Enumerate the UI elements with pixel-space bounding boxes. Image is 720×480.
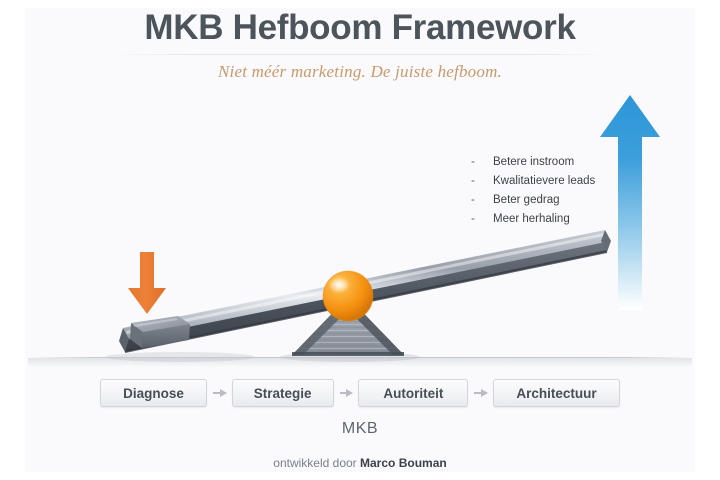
benefit-label: Betere instroom	[493, 156, 575, 168]
bullet-dash-icon: -	[471, 156, 475, 168]
pipeline-step-autoriteit[interactable]: Autoriteit	[358, 379, 469, 407]
arrow-right-icon	[336, 388, 357, 398]
mkb-label: MKB	[341, 420, 379, 437]
benefit-item: - Beter gedrag	[471, 191, 651, 210]
footer-author: Marco Bouman	[360, 456, 447, 470]
pipeline-step-diagnose[interactable]: Diagnose	[100, 379, 207, 407]
footer-prefix: ontwikkeld door	[273, 456, 361, 470]
footer-credit: ontwikkeld door Marco Bouman	[0, 456, 720, 470]
pipeline-step-label: Strategie	[253, 385, 312, 401]
benefit-label: Beter gedrag	[493, 194, 560, 206]
arrow-down-icon	[128, 252, 166, 314]
pipeline-step-label: Autoriteit	[383, 385, 444, 401]
benefit-label: Meer herhaling	[493, 213, 570, 225]
arrow-right-icon	[470, 388, 491, 398]
pipeline-step-label: Architectuur	[516, 385, 597, 401]
arrow-up-icon	[600, 95, 660, 310]
pipeline-step-strategie[interactable]: Strategie	[231, 379, 334, 407]
bullet-dash-icon: -	[471, 213, 475, 225]
pipeline-step-label: Diagnose	[123, 385, 184, 401]
bullet-dash-icon: -	[471, 194, 475, 206]
ground-line	[28, 357, 692, 358]
benefit-item: - Kwalitatievere leads	[471, 172, 651, 191]
pipeline-step-architectuur[interactable]: Architectuur	[493, 379, 621, 407]
benefit-item: - Meer herhaling	[471, 210, 651, 229]
arrow-right-icon	[209, 388, 230, 398]
benefit-item: - Betere instroom	[471, 153, 651, 172]
bullet-dash-icon: -	[471, 175, 475, 187]
benefit-label: Kwalitatievere leads	[493, 175, 596, 187]
ground-shadow	[28, 358, 692, 367]
pipeline-steps: Diagnose Strategie Autoriteit Architectu…	[100, 379, 621, 407]
page-title: MKB Hefboom Framework	[144, 8, 576, 47]
page-subtitle: Niet méér marketing. De juiste hefboom.	[218, 62, 502, 81]
benefits-list: - Betere instroom - Kwalitatievere leads…	[471, 153, 651, 229]
header-divider	[112, 54, 612, 55]
